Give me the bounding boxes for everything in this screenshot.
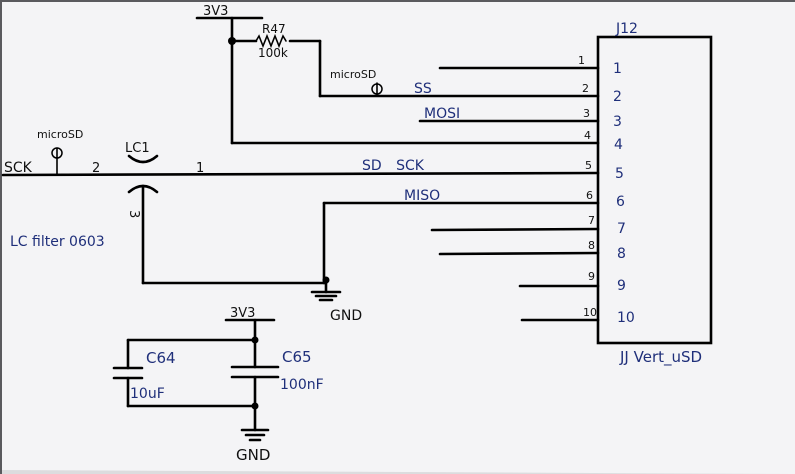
top-power-group: 3V3 R47 100k [195,4,322,145]
pin5-wire [1,171,600,177]
lc-filter: LC1 2 1 3 LC filter 0603 [10,141,328,285]
pin-number-outer: 1 [578,54,585,67]
pin-number-inner: 7 [617,221,626,237]
net-label-miso: MISO [404,188,440,204]
resistor-value: 100k [258,46,288,60]
pin-number-inner: 4 [614,137,623,153]
filter-inductor-arc [127,154,159,164]
testpoint-circle [51,147,63,159]
pin-number-outer: 9 [588,270,595,283]
pin-number-outer: 7 [588,214,595,227]
net-label-ss: SS [414,81,432,97]
resistor-ref: R47 [262,22,286,36]
ground-label: GND [330,308,362,324]
pin-number-outer: 6 [586,189,593,202]
testpoint-label: microSD [37,128,83,141]
power-label-decoupling: 3V3 [230,306,255,321]
testpoint-label: microSD [330,68,376,81]
testpoint-circle [371,83,383,95]
pin-numbers-inner: 1 2 3 4 5 6 7 8 9 10 [613,61,635,326]
connector-part: JJ Vert_uSD [619,348,702,367]
pin-number-inner: 1 [613,61,622,77]
pin8-wire [438,251,600,256]
pin-number-inner: 5 [615,166,624,182]
pin-number-outer: 10 [583,306,597,319]
ground-label: GND [236,446,270,464]
net-label-sd-sck: SD SCK [362,158,425,174]
pin-number-inner: 3 [613,114,622,130]
filter-description: LC filter 0603 [10,234,105,250]
pin-numbers-outer: 1 2 3 4 5 6 7 8 9 10 [578,54,597,319]
ground-symbol-filter: GND [310,281,362,324]
pin-number-outer: 5 [585,159,592,172]
testpoint-sck: microSD [37,128,83,176]
pin-number-inner: 8 [617,246,626,262]
pin-wires [1,66,600,322]
filter-pin-gnd: 3 [126,210,141,218]
pin-number-inner: 10 [617,310,635,326]
pin-number-inner: 9 [617,278,626,294]
net-labels: SS MOSI SD SCK MISO SCK [4,81,460,204]
testpoint-ss: microSD [330,68,383,97]
pin-number-outer: 8 [588,239,595,252]
decoupling-group: 3V3 C64 10uF C65 100nF GND [112,306,324,464]
filter-ref: LC1 [125,141,150,156]
junction-dot [322,276,330,284]
c65-value: 100nF [280,377,324,393]
junction-dot [251,402,259,410]
resistor-symbol [255,33,287,49]
pin7-wire [430,227,600,232]
net-label-sck-input: SCK [4,160,33,176]
c64-ref: C64 [146,349,176,367]
power-label-top: 3V3 [203,4,228,19]
c64-value: 10uF [130,386,165,402]
filter-pin-right: 1 [196,161,204,176]
filter-pin-left: 2 [92,161,100,176]
pin-number-outer: 4 [584,129,591,142]
pin-number-inner: 6 [616,194,625,210]
connector-body [596,35,713,345]
c65-ref: C65 [282,348,312,366]
connector-j12: J12 JJ Vert_uSD [596,21,713,367]
net-label-mosi: MOSI [424,106,460,122]
pin-number-inner: 2 [613,89,622,105]
pin-number-outer: 3 [583,107,590,120]
pin-number-outer: 2 [582,82,589,95]
connector-ref: J12 [615,21,638,37]
